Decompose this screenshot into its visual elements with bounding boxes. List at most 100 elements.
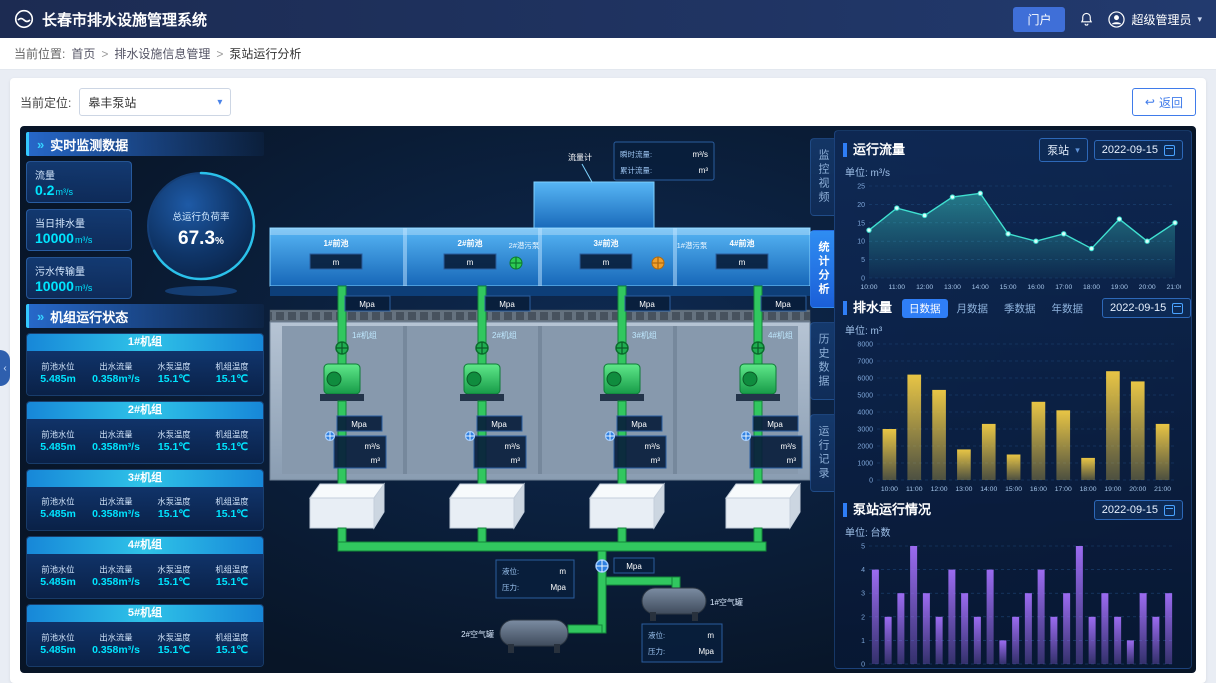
svg-text:0: 0 bbox=[861, 662, 865, 669]
tab-operation-record[interactable]: 运行记录 bbox=[810, 414, 834, 492]
svg-text:10: 10 bbox=[857, 239, 865, 246]
instant-flow-unit: m³/s bbox=[692, 150, 708, 159]
svg-text:3000: 3000 bbox=[857, 427, 873, 434]
user-menu[interactable]: 超级管理员 ▾ bbox=[1108, 10, 1202, 28]
drainage-date-picker[interactable]: 2022-09-15 bbox=[1102, 298, 1191, 318]
breadcrumb-facility-mgmt[interactable]: 排水设施信息管理 bbox=[114, 47, 211, 61]
air-tank-1-info bbox=[641, 623, 723, 663]
total-flow-label: 累计流量: bbox=[620, 165, 652, 175]
station-select-value: 皋丰泵站 bbox=[88, 95, 137, 110]
pool-level-unit: m bbox=[333, 258, 340, 267]
pump-unit-group: Mpa 2#机组 Mpa m³/s m³ bbox=[460, 285, 531, 532]
tab-history-data[interactable]: 历史数据 bbox=[810, 322, 834, 400]
svg-text:m³/s: m³/s bbox=[504, 442, 520, 451]
analysis-panel: 监控视频统计分析历史数据运行记录 运行流量 泵站 ▾ 2022-09-15 bbox=[810, 130, 1192, 669]
calendar-icon bbox=[1164, 144, 1175, 156]
svg-text:10:00: 10:00 bbox=[881, 486, 898, 493]
tab-video-monitoring[interactable]: 监控视频 bbox=[810, 138, 834, 216]
user-avatar bbox=[1108, 10, 1126, 28]
breadcrumb-label: 当前位置: bbox=[14, 47, 66, 61]
section-arrow-icon: » bbox=[37, 136, 45, 152]
svg-text:Mpa: Mpa bbox=[775, 300, 791, 309]
drainage-tab-monthly[interactable]: 月数据 bbox=[956, 302, 989, 315]
unit-title: 2#机组 bbox=[27, 401, 263, 419]
svg-text:m: m bbox=[559, 567, 566, 576]
flow-station-select[interactable]: 泵站 ▾ bbox=[1039, 138, 1088, 162]
svg-text:1000: 1000 bbox=[857, 461, 873, 468]
svg-text:压力:: 压力: bbox=[648, 646, 665, 656]
chevron-down-icon: ▾ bbox=[1075, 144, 1080, 155]
pump-label: 3#机组 bbox=[632, 330, 657, 340]
flow-chart-unit: 单位: m³/s bbox=[845, 168, 890, 179]
stat-value: 0.2m³/s bbox=[35, 181, 73, 198]
stat-label: 污水传输量 bbox=[35, 266, 85, 278]
panel-collapse-handle[interactable]: ‹ bbox=[0, 350, 10, 386]
stat-value: 10000m³/s bbox=[35, 277, 93, 294]
svg-text:10:00: 10:00 bbox=[860, 284, 877, 291]
svg-text:13:00: 13:00 bbox=[944, 284, 961, 291]
station-date-picker[interactable]: 2022-09-15 bbox=[1093, 500, 1183, 520]
location-label: 当前定位: bbox=[20, 95, 72, 110]
air-tank-1 bbox=[641, 587, 707, 615]
svg-text:19:00: 19:00 bbox=[1104, 486, 1121, 493]
notification-bell-icon[interactable] bbox=[1079, 11, 1094, 27]
drainage-tab-daily[interactable]: 日数据 bbox=[902, 298, 948, 318]
calendar-icon bbox=[1164, 504, 1175, 516]
stat-label: 当日排水量 bbox=[35, 218, 85, 230]
pool-label: 4#前池 bbox=[730, 238, 755, 248]
drainage-tab-yearly[interactable]: 年数据 bbox=[1051, 302, 1084, 315]
junction-box bbox=[449, 482, 525, 545]
breadcrumb-home[interactable]: 首页 bbox=[71, 47, 96, 61]
drainage-tab-quarterly[interactable]: 季数据 bbox=[1004, 302, 1036, 315]
station-chart-title: 泵站运行情况 bbox=[843, 503, 931, 517]
svg-text:16:00: 16:00 bbox=[1030, 486, 1047, 493]
flow-meter-chamber bbox=[533, 181, 655, 231]
svg-text:压力:: 压力: bbox=[502, 582, 519, 592]
svg-text:20:00: 20:00 bbox=[1129, 486, 1146, 493]
svg-text:17:00: 17:00 bbox=[1055, 284, 1072, 291]
svg-text:7000: 7000 bbox=[857, 359, 873, 366]
sump-pump-2-label: 2#潜污泵 bbox=[509, 240, 540, 250]
pump-unit-group: Mpa 4#机组 Mpa m³/s m³ bbox=[736, 285, 807, 532]
stat-value: 10000m³/s bbox=[35, 229, 93, 246]
pump-flow-unit: m³/s bbox=[364, 442, 380, 451]
sump-pump-1-label: 1#潜污泵 bbox=[677, 240, 708, 250]
station-select[interactable]: 皋丰泵站 ▾ bbox=[79, 88, 232, 116]
breadcrumb-separator: > bbox=[216, 46, 224, 61]
portal-button[interactable]: 门户 bbox=[1013, 6, 1066, 32]
pump-label: 1#机组 bbox=[352, 330, 377, 340]
back-button[interactable]: ↩ 返回 bbox=[1131, 88, 1196, 116]
svg-text:Mpa: Mpa bbox=[491, 420, 507, 429]
tab-statistics-analysis[interactable]: 统计分析 bbox=[810, 230, 834, 308]
realtime-section-header: » 实时监测数据 bbox=[26, 132, 264, 156]
section-arrow-icon: » bbox=[37, 308, 45, 324]
flow-date-picker[interactable]: 2022-09-15 bbox=[1093, 140, 1183, 160]
svg-text:m: m bbox=[467, 258, 474, 267]
pump-hall-vent bbox=[269, 309, 811, 323]
svg-text:Mpa: Mpa bbox=[698, 647, 714, 656]
svg-text:15:00: 15:00 bbox=[1005, 486, 1022, 493]
flow-meter-label: 流量计 bbox=[568, 152, 592, 162]
svg-text:Mpa: Mpa bbox=[767, 420, 783, 429]
app-header: 长春市排水设施管理系统 门户 超级管理员 ▾ bbox=[0, 0, 1216, 38]
brand: 长春市排水设施管理系统 bbox=[14, 9, 207, 30]
